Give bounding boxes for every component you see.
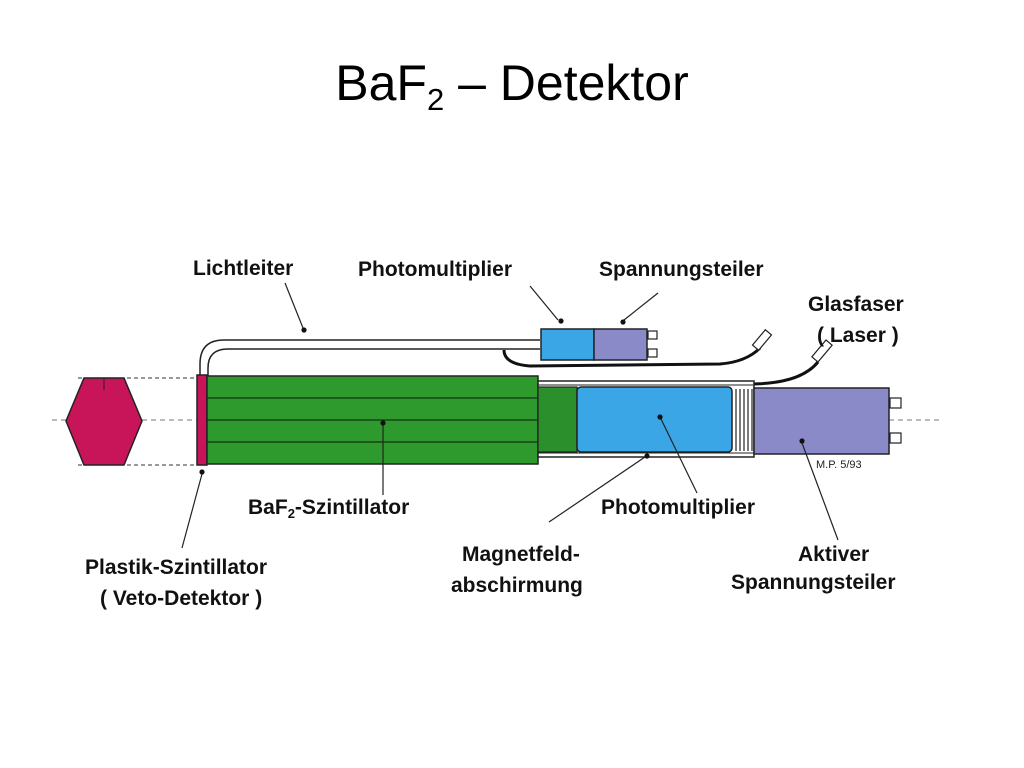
slide-title: BaF2 – Detektor [0,55,1024,115]
main-photomultiplier [576,386,733,453]
label-laser: ( Laser ) [817,324,899,347]
light-guide-outer [199,339,540,376]
label-aktiver: Aktiver [798,543,869,566]
label-plastik-szintillator: Plastik-Szintillator [85,556,267,579]
leader-lines [181,282,839,549]
light-guide-inner [207,348,540,376]
leader-dots [199,318,805,475]
label-credit: M.P. 5/93 [816,459,862,471]
fiber-connector-upper [751,328,773,352]
active-voltage-divider [753,387,890,455]
connector-main-top [889,397,902,409]
fiber-cable-lower [749,361,820,386]
baf2-prefix: BaF [248,496,288,519]
hexagon-cross-section [65,377,143,466]
plastic-scintillator [196,374,208,466]
baf2-subscript: 2 [288,506,295,521]
small-voltage-divider [593,328,648,361]
label-lichtleiter: Lichtleiter [193,257,293,280]
title-main: BaF [335,55,427,111]
title-subscript: 2 [426,82,445,117]
small-photomultiplier [540,328,595,361]
baf2-suffix: -Szintillator [295,496,409,519]
connector-small-top [647,330,658,340]
label-magnetfeld: Magnetfeld- [462,543,580,566]
label-photomultiplier-top: Photomultiplier [358,258,512,281]
label-baf2-szintillator: BaF2-Szintillator [248,496,409,521]
label-veto-detektor: ( Veto-Detektor ) [100,587,262,610]
label-abschirmung: abschirmung [451,574,583,597]
pmt-pins [735,389,753,451]
label-spannungsteiler: Spannungsteiler [599,258,764,281]
connector-small-bottom [647,348,658,358]
title-rest: – Detektor [444,55,689,111]
glass-window [537,386,578,453]
label-photomultiplier-bottom: Photomultiplier [601,496,755,519]
fiber-connector-lower [811,339,833,363]
label-spannungsteiler-main: Spannungsteiler [731,571,896,594]
label-glasfaser: Glasfaser [808,293,904,316]
connector-main-bottom [889,432,902,444]
fiber-cable-upper [502,346,762,368]
